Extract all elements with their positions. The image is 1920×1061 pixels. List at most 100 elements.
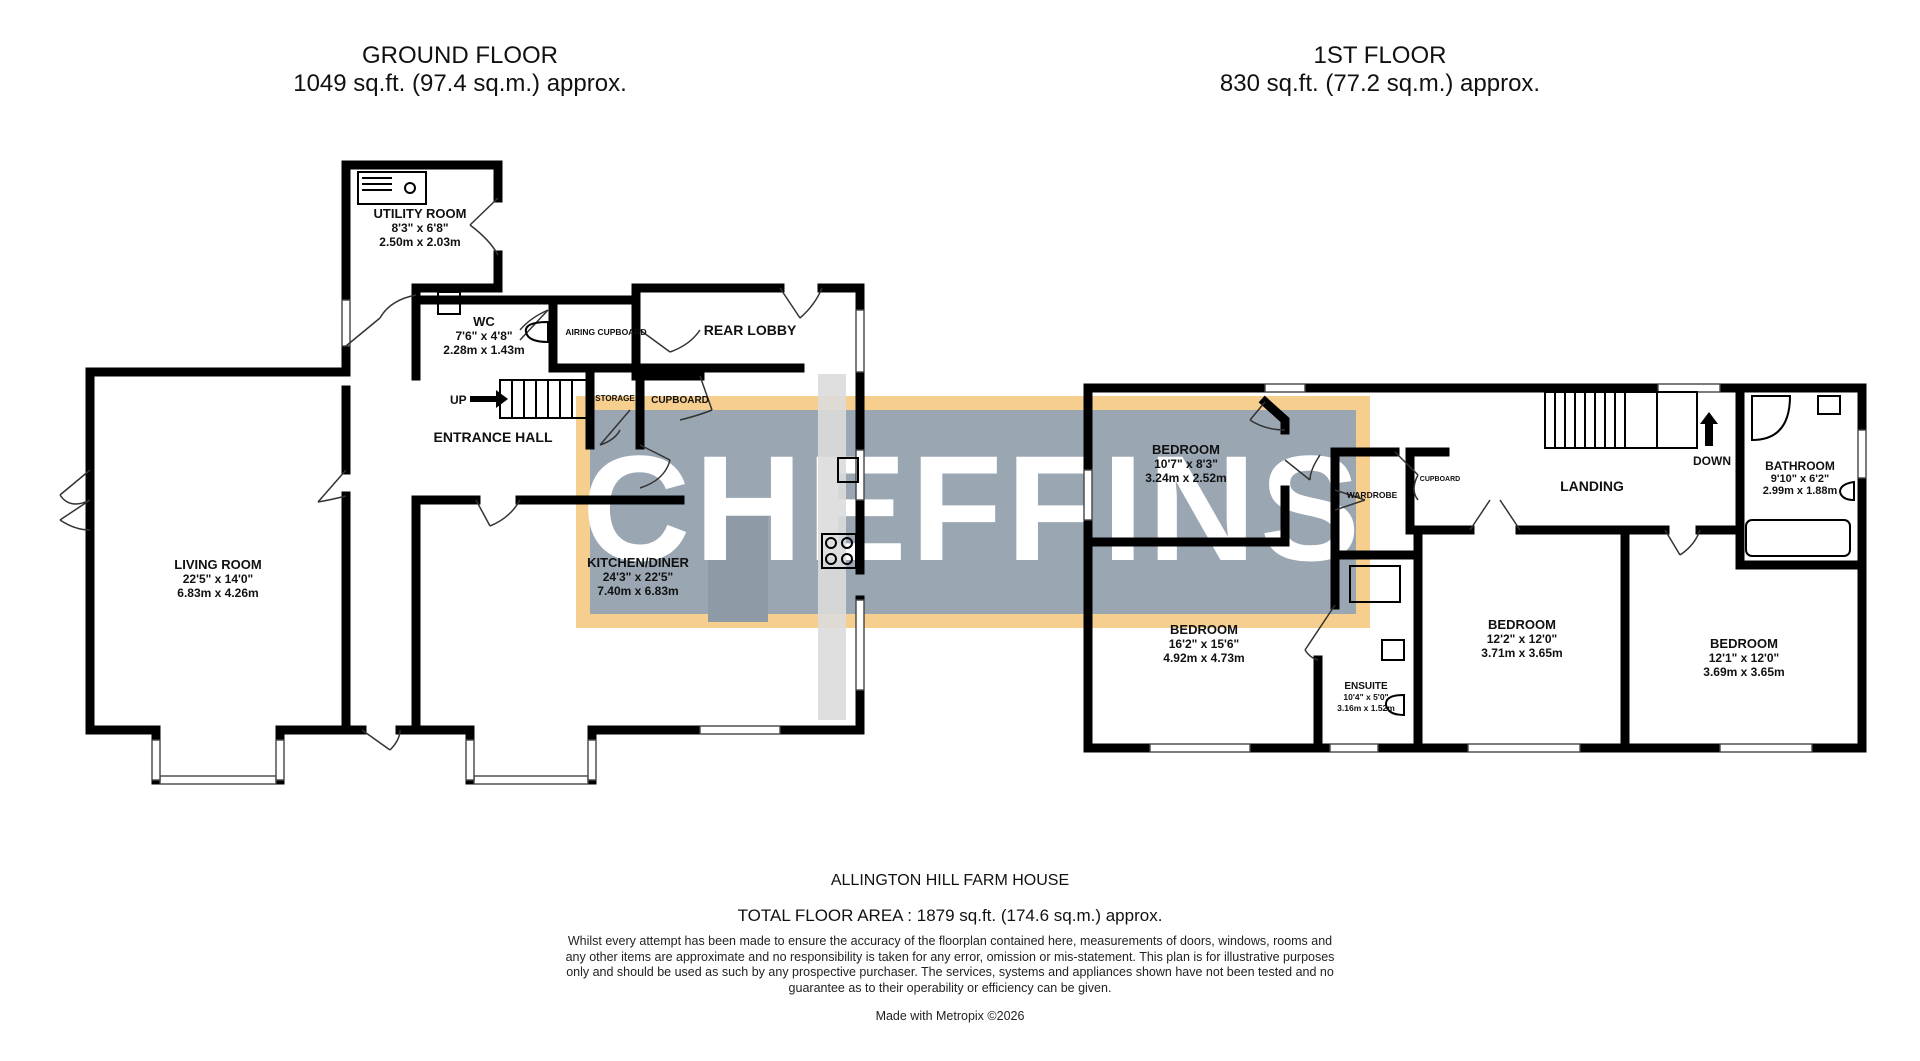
kitchen-left — [411, 495, 475, 735]
ensuite-basin-icon — [1381, 639, 1405, 661]
room-metric: 6.83m x 4.26m — [177, 586, 258, 600]
stair-up-label: UP — [450, 393, 467, 407]
living-wall — [85, 277, 351, 735]
room-name: UTILITY ROOM — [374, 206, 467, 221]
sink-icon — [357, 171, 427, 205]
made-with: Made with Metropix ©2026 — [875, 1009, 1025, 1023]
bed3-door — [1469, 499, 1521, 531]
bath-icon — [1745, 519, 1851, 557]
room-name: KITCHEN/DINER — [587, 555, 689, 570]
utility-door — [469, 197, 499, 256]
room-name: BEDROOM — [1710, 636, 1778, 651]
room-name: ENSUITE — [1344, 681, 1388, 692]
window — [1857, 429, 1867, 479]
stair-outline — [499, 379, 589, 419]
utility-hall-door — [345, 294, 417, 347]
room-imperial: 12'2" x 12'0" — [1487, 632, 1557, 646]
room-name: AIRING CUPBOARD — [565, 327, 646, 337]
kitchen-bay — [465, 725, 705, 785]
window — [465, 739, 475, 781]
window — [699, 725, 781, 735]
room-metric: 3.69m x 3.65m — [1703, 665, 1784, 679]
first-floor-labels: BEDROOM 10'7" x 8'3" 3.24m x 2.52m WARDR… — [1145, 442, 1837, 713]
window — [1329, 743, 1379, 753]
room-name: ENTRANCE HALL — [434, 429, 553, 445]
window — [275, 739, 285, 781]
cupboard-door — [1394, 451, 1419, 501]
ground-floor-doors — [59, 197, 823, 751]
watermark: CHEFFINS — [576, 374, 1370, 720]
disclaimer: Whilst every attempt has been made to en… — [565, 934, 1335, 995]
bed1-door — [1249, 401, 1286, 431]
bed1-bottom — [1083, 485, 1290, 547]
window — [1657, 383, 1721, 393]
room-imperial: 8'3" x 6'8" — [391, 221, 448, 235]
cupboard-door — [679, 375, 713, 421]
shower-icon — [1751, 395, 1792, 442]
room-metric: 3.16m x 1.52m — [1337, 703, 1395, 713]
window — [855, 599, 865, 691]
window — [159, 775, 277, 785]
bed3-left — [1405, 525, 1423, 753]
lobby-top-right — [817, 283, 865, 325]
ground-floor-labels: UTILITY ROOM 8'3" x 6'8" 2.50m x 2.03m W… — [174, 206, 797, 600]
room-name: BEDROOM — [1152, 442, 1220, 457]
rear-door — [779, 287, 823, 319]
wc-door — [519, 309, 549, 341]
hob-burner-icon — [841, 553, 853, 565]
lobby-door — [639, 329, 701, 353]
window — [1149, 743, 1251, 753]
hob-burner-icon — [825, 537, 837, 549]
basin-icon — [1817, 395, 1841, 415]
kitchen-door — [475, 499, 521, 527]
ground-floor-windows — [151, 299, 865, 785]
utility-wall — [341, 160, 503, 287]
ff-top-left — [1083, 383, 1270, 475]
room-metric: 7.40m x 6.83m — [597, 584, 678, 598]
wardrobe-door — [1334, 489, 1366, 511]
ensuite-shower-icon — [1349, 565, 1401, 603]
storage-door — [599, 409, 631, 446]
ground-floor-area: 1049 sq.ft. (97.4 sq.m.) approx. — [293, 70, 627, 97]
stair-landing — [1656, 391, 1698, 449]
room-imperial: 24'3" x 22'5" — [603, 570, 673, 584]
ground-floor-header: GROUND FLOOR 1049 sq.ft. (97.4 sq.m.) ap… — [200, 42, 720, 98]
hob-burner-icon — [841, 537, 853, 549]
kitchen-sink-icon — [837, 457, 859, 483]
room-metric: 2.99m x 1.88m — [1763, 485, 1838, 497]
window — [587, 739, 597, 781]
room-name: BEDROOM — [1488, 617, 1556, 632]
ff-bottom-right — [1807, 473, 1867, 753]
stair-down-label: DOWN — [1693, 454, 1731, 468]
room-name: LANDING — [1560, 478, 1624, 494]
room-imperial: 22'5" x 14'0" — [183, 572, 253, 586]
living-bay — [151, 725, 285, 785]
front-door — [361, 729, 401, 751]
room-metric: 3.24m x 2.52m — [1145, 471, 1226, 485]
room-metric: 2.28m x 1.43m — [443, 343, 524, 357]
first-floor-doors — [1249, 401, 1701, 661]
kitchen-hall-door — [639, 444, 671, 489]
room-metric: 3.71m x 3.65m — [1481, 646, 1562, 660]
utility-wall-inner — [411, 250, 503, 300]
total-floor-area: TOTAL FLOOR AREA : 1879 sq.ft. (174.6 sq… — [737, 906, 1163, 925]
room-name: WC — [473, 314, 495, 329]
ensuite-door — [1304, 604, 1336, 661]
room-name: REAR LOBBY — [704, 322, 797, 338]
room-imperial: 12'1" x 12'0" — [1709, 651, 1779, 665]
window — [341, 299, 351, 347]
first-floor-walls — [1083, 383, 1867, 753]
watermark-border — [576, 396, 1370, 628]
room-metric: 4.92m x 4.73m — [1163, 651, 1244, 665]
room-name: BATHROOM — [1765, 459, 1835, 473]
living-wall-right — [275, 491, 351, 735]
room-name: WARDROBE — [1347, 490, 1398, 500]
room-metric: 2.50m x 2.03m — [379, 235, 460, 249]
living-door — [317, 469, 347, 503]
ground-stairs: UP — [450, 379, 589, 419]
room-imperial: 7'6" x 4'8" — [455, 329, 512, 343]
ensuite-toilet-icon — [1384, 693, 1405, 717]
stair-arrow — [1700, 412, 1718, 446]
bed4-door — [1664, 529, 1701, 556]
room-name: LIVING ROOM — [174, 557, 261, 572]
